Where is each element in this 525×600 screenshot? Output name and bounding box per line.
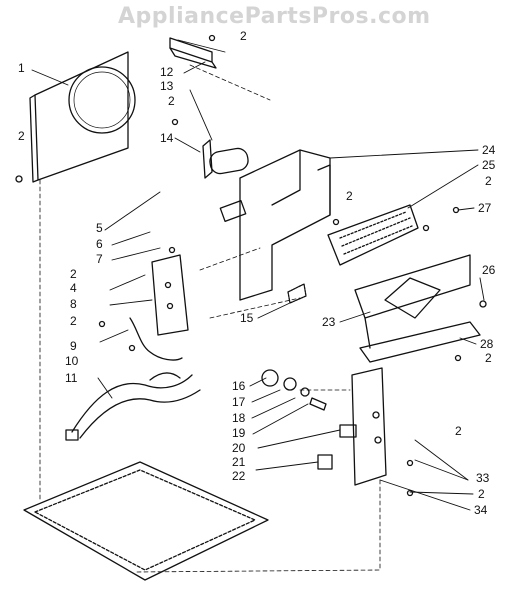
callout-16: 16 xyxy=(232,379,246,393)
screw-icons xyxy=(15,34,487,497)
callout-25: 25 xyxy=(482,158,496,172)
small-grille-part xyxy=(287,283,307,304)
callout-33: 33 xyxy=(476,471,490,485)
switches-part xyxy=(317,424,357,470)
wiring-harness-part xyxy=(65,372,201,441)
callout-15: 15 xyxy=(240,311,254,325)
callout-2: 2 xyxy=(485,174,492,188)
callout-11: 11 xyxy=(65,371,78,385)
callout-2: 2 xyxy=(485,351,492,365)
callout-2: 2 xyxy=(240,29,247,43)
side-bracket-part xyxy=(151,254,189,336)
callout-2: 2 xyxy=(478,487,485,501)
callout-2: 2 xyxy=(168,94,175,108)
callout-2: 2 xyxy=(18,129,25,143)
callout-17: 17 xyxy=(232,395,246,409)
callout-7: 7 xyxy=(96,252,103,266)
callout-10: 10 xyxy=(65,354,79,368)
callout-23: 23 xyxy=(322,315,336,329)
callout-8: 8 xyxy=(70,297,77,311)
callout-22: 22 xyxy=(232,469,246,483)
callout-14: 14 xyxy=(160,131,174,145)
blower-housing-part xyxy=(354,254,481,363)
callout-2: 2 xyxy=(346,189,353,203)
callout-20: 20 xyxy=(232,441,246,455)
callout-2: 2 xyxy=(70,267,77,281)
vent-panel-part xyxy=(327,204,419,266)
callout-2: 2 xyxy=(70,314,77,328)
callout-18: 18 xyxy=(232,411,246,425)
callout-9: 9 xyxy=(70,339,77,353)
callout-4: 4 xyxy=(70,281,77,295)
callout-34: 34 xyxy=(474,503,488,517)
control-panel-part xyxy=(351,367,387,486)
callout-2: 2 xyxy=(455,424,462,438)
callout-27: 27 xyxy=(478,201,492,215)
alignment-lines xyxy=(39,64,381,573)
capacitor-part xyxy=(202,139,249,179)
callout-12: 12 xyxy=(160,65,174,79)
callout-21: 21 xyxy=(232,455,246,469)
watermark-text: AppliancePartsPros.com xyxy=(118,4,431,29)
callout-6: 6 xyxy=(96,237,103,251)
wire-lead-part xyxy=(129,317,183,361)
front-panel-part xyxy=(29,51,136,183)
main-bracket-part xyxy=(219,149,331,301)
callout-1: 1 xyxy=(18,61,25,75)
callout-5: 5 xyxy=(96,221,103,235)
control-knobs-part xyxy=(261,369,327,411)
top-bracket-part xyxy=(169,37,217,69)
callout-19: 19 xyxy=(232,426,246,440)
callout-26: 26 xyxy=(482,263,496,277)
callout-28: 28 xyxy=(480,337,494,351)
base-pan-part xyxy=(23,461,269,581)
callout-13: 13 xyxy=(160,79,174,93)
callout-24: 24 xyxy=(482,143,496,157)
leader-lines xyxy=(31,39,485,511)
